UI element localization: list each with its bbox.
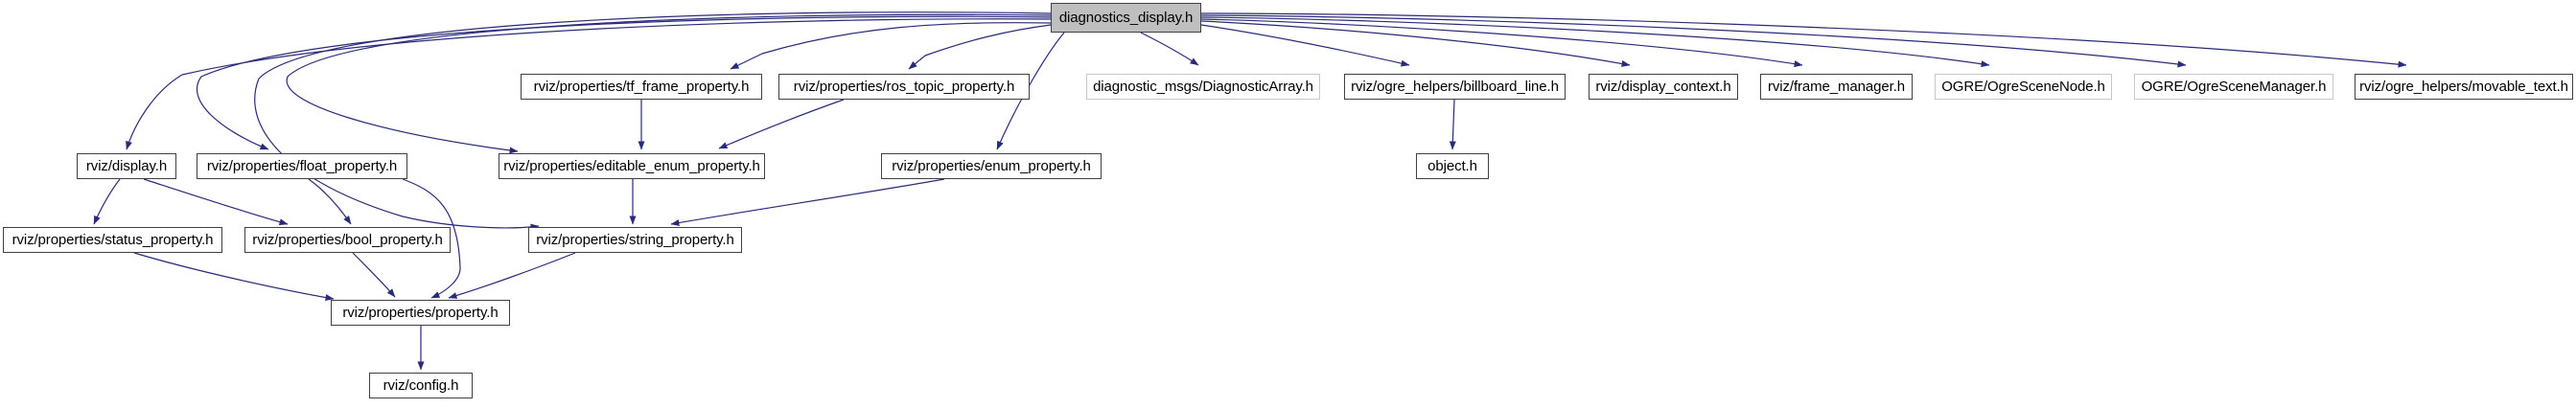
graph-edge	[1200, 18, 1803, 68]
graph-edge	[448, 252, 576, 299]
graph-edge	[1200, 14, 2187, 68]
graph-node-display[interactable]: rviz/display.h	[77, 153, 176, 179]
graph-edge	[730, 22, 1052, 70]
graph-edge	[308, 178, 352, 225]
graph-edge	[93, 178, 121, 225]
graph-node-ogre_node[interactable]: OGRE/OgreSceneNode.h	[1935, 74, 2112, 100]
graph-edge	[1200, 12, 2407, 68]
graph-node-tf_frame[interactable]: rviz/properties/tf_frame_property.h	[521, 74, 762, 100]
graph-node-label: OGRE/OgreSceneManager.h	[2141, 79, 2327, 95]
graph-node-editable_enum[interactable]: rviz/properties/editable_enum_property.h	[499, 153, 765, 179]
graph-node-label: rviz/properties/status_property.h	[12, 232, 214, 248]
graph-node-property[interactable]: rviz/properties/property.h	[331, 300, 510, 326]
graph-edge	[196, 15, 1052, 150]
graph-edge	[996, 32, 1065, 150]
graph-node-label: rviz/properties/string_property.h	[536, 232, 734, 248]
graph-node-config[interactable]: rviz/config.h	[369, 373, 473, 398]
graph-edge	[1449, 99, 1456, 150]
graph-node-label: rviz/display.h	[85, 158, 168, 174]
graph-node-label: OGRE/OgreSceneNode.h	[1941, 79, 2105, 95]
graph-edge	[718, 99, 845, 149]
graph-node-label: rviz/properties/tf_frame_property.h	[533, 79, 750, 95]
graph-edge	[670, 178, 945, 226]
graph-node-frame_mgr[interactable]: rviz/frame_manager.h	[1760, 74, 1913, 100]
graph-node-bool_prop[interactable]: rviz/properties/bool_property.h	[244, 227, 451, 253]
graph-node-ogre_mgr[interactable]: OGRE/OgreSceneManager.h	[2134, 74, 2333, 100]
graph-edge	[908, 24, 1052, 70]
graph-node-label: rviz/properties/enum_property.h	[892, 158, 1091, 174]
graph-edge	[133, 252, 335, 302]
graph-node-label: object.h	[1427, 158, 1477, 174]
graph-node-billboard[interactable]: rviz/ogre_helpers/billboard_line.h	[1344, 74, 1566, 100]
graph-node-label: rviz/properties/ros_topic_property.h	[793, 79, 1015, 95]
graph-node-movable_text[interactable]: rviz/ogre_helpers/movable_text.h	[2355, 74, 2573, 100]
graph-edge	[1200, 16, 1990, 68]
graph-node-object[interactable]: object.h	[1416, 153, 1489, 179]
graph-node-label: diagnostics_display.h	[1058, 10, 1194, 26]
graph-node-label: rviz/properties/float_property.h	[206, 158, 398, 174]
graph-edge	[126, 18, 1052, 150]
graph-edge	[1200, 24, 1410, 67]
graph-node-label: diagnostic_msgs/DiagnosticArray.h	[1093, 79, 1313, 95]
graph-edge	[1140, 32, 1199, 66]
graph-node-ros_topic[interactable]: rviz/properties/ros_topic_property.h	[778, 74, 1030, 100]
graph-node-display_ctx[interactable]: rviz/display_context.h	[1589, 74, 1738, 100]
graph-node-status_prop[interactable]: rviz/properties/status_property.h	[3, 227, 222, 253]
graph-edge	[286, 13, 1052, 154]
graph-node-diag_array[interactable]: diagnostic_msgs/DiagnosticArray.h	[1086, 74, 1320, 100]
graph-node-label: rviz/ogre_helpers/movable_text.h	[2359, 79, 2568, 95]
graph-node-label: rviz/properties/editable_enum_property.h	[503, 158, 760, 174]
graph-node-label: rviz/frame_manager.h	[1767, 79, 1906, 95]
graph-node-label: rviz/properties/property.h	[342, 305, 499, 321]
graph-edge	[352, 252, 396, 298]
graph-node-label: rviz/display_context.h	[1595, 79, 1731, 95]
graph-node-float_prop[interactable]: rviz/properties/float_property.h	[197, 153, 407, 179]
graph-edge	[1200, 20, 1631, 67]
graph-node-root[interactable]: diagnostics_display.h	[1051, 3, 1201, 33]
graph-node-label: rviz/ogre_helpers/billboard_line.h	[1351, 79, 1559, 95]
graph-node-label: rviz/properties/bool_property.h	[252, 232, 443, 248]
graph-node-enum_prop[interactable]: rviz/properties/enum_property.h	[881, 153, 1102, 179]
graph-edge	[402, 178, 461, 299]
graph-node-string_prop[interactable]: rviz/properties/string_property.h	[528, 227, 742, 253]
graph-node-label: rviz/config.h	[383, 377, 459, 394]
graph-edge	[254, 11, 1052, 231]
graph-edge	[143, 178, 289, 226]
